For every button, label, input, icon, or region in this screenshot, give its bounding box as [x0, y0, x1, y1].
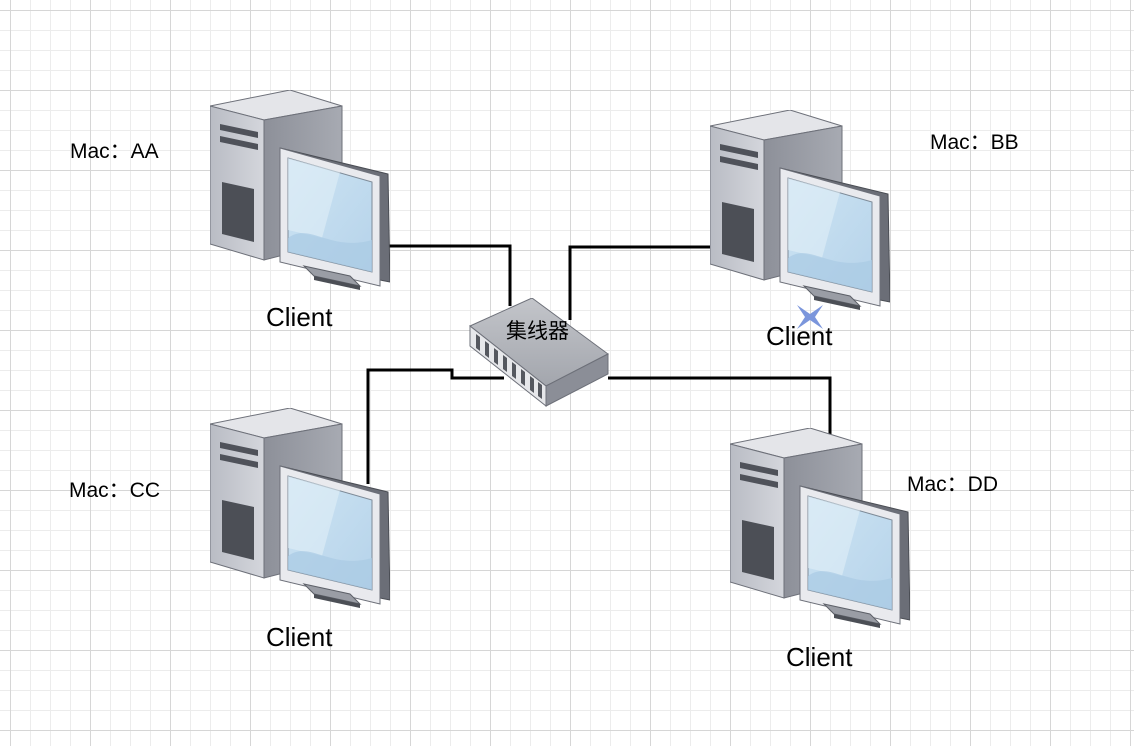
client-label-cc: Client	[266, 622, 333, 652]
client-label-aa: Client	[266, 302, 333, 332]
mac-label-dd: Mac：DD	[907, 473, 999, 496]
desktop-computer-icon	[210, 90, 390, 290]
computer-bb[interactable]	[710, 110, 890, 310]
hub-label: 集线器	[506, 319, 569, 343]
mac-label-aa: Mac：AA	[70, 140, 159, 163]
wire-aa-hub[interactable]	[350, 244, 512, 306]
mac-label-bb: Mac：BB	[930, 131, 1019, 154]
computer-aa[interactable]	[210, 90, 390, 290]
desktop-computer-icon	[730, 428, 910, 628]
wire-dd-hub[interactable]	[608, 376, 832, 438]
network-hub[interactable]	[468, 298, 610, 408]
computer-dd[interactable]	[730, 428, 910, 628]
connection-point-icon[interactable]	[795, 304, 825, 330]
wire-cc-hub[interactable]	[366, 368, 504, 484]
wire-bb-hub[interactable]	[568, 245, 712, 320]
desktop-computer-icon	[210, 408, 390, 608]
client-label-dd: Client	[786, 642, 853, 672]
mac-label-cc: Mac：CC	[69, 479, 161, 502]
desktop-computer-icon	[710, 110, 890, 310]
network-hub-icon	[468, 298, 610, 408]
computer-cc[interactable]	[210, 408, 390, 608]
